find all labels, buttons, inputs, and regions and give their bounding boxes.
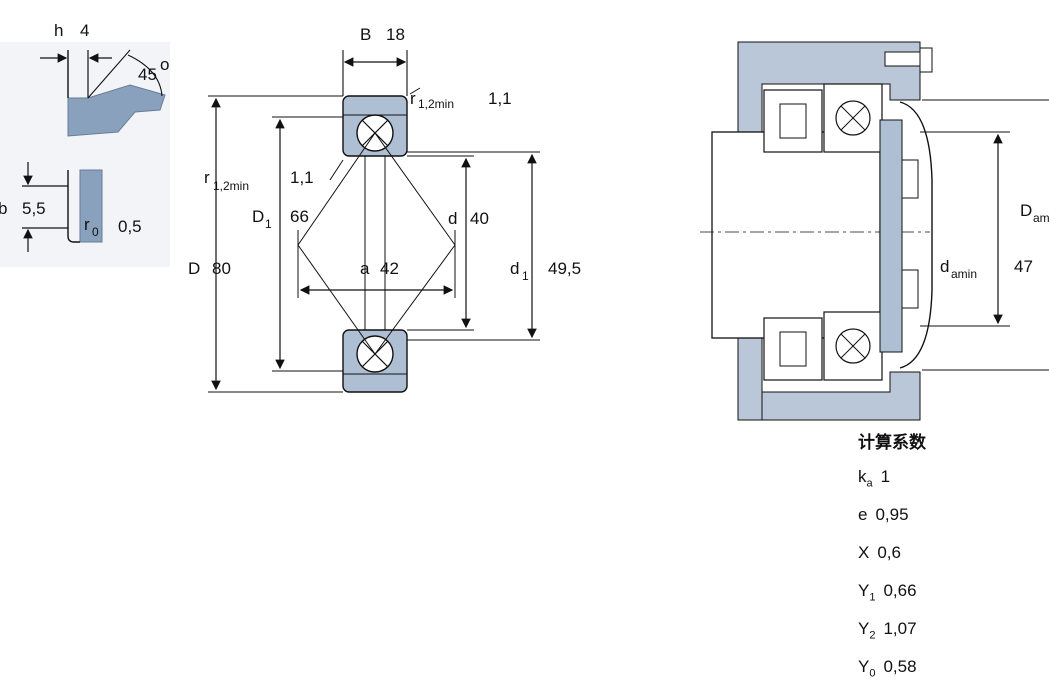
d-label: d: [448, 209, 457, 228]
factor-subscript: 2: [869, 629, 876, 642]
d1-value: 49,5: [548, 259, 581, 278]
B-label: B: [360, 25, 371, 44]
D1-value: 66: [290, 207, 309, 226]
factor-row: Y2 1,07: [858, 610, 1043, 648]
d1-label: d: [510, 259, 519, 278]
r12-left-label: r: [204, 168, 210, 187]
D1-label: D: [252, 207, 264, 226]
factor-symbol: Y: [858, 619, 870, 638]
a-value: 42: [380, 259, 399, 278]
factor-subscript: 1: [869, 591, 876, 604]
bearing-section: B 18 r 1,2min 1,1 r 1,2min 1,1 D 1 66 d …: [188, 25, 581, 393]
r12-left-value: 1,1: [290, 168, 314, 187]
mounting-drawing: D am d amin 47: [700, 41, 1049, 421]
da-sub: amin: [951, 267, 977, 281]
factors-title: 计算系数: [858, 433, 926, 452]
factor-symbol: e: [858, 505, 868, 524]
da-value: 47: [1014, 257, 1033, 276]
factor-value: 1,07: [883, 619, 917, 638]
factor-symbol: k: [858, 467, 867, 486]
h-label: h: [54, 21, 63, 40]
factor-value: 1: [880, 467, 891, 486]
r12-left-sub: 1,2min: [213, 179, 249, 193]
D-label: D: [188, 259, 200, 278]
factor-subscript: 0: [869, 667, 876, 680]
r0-label: r: [84, 215, 90, 234]
factor-symbol: Y: [858, 581, 870, 600]
factor-value: 0,6: [877, 543, 901, 562]
b-label: b: [0, 199, 7, 218]
factor-value: 0,66: [883, 581, 917, 600]
h-value: 4: [80, 21, 89, 40]
chamfer-detail: h 4 45 o b 5,5 r 0 0,5: [0, 21, 170, 267]
D1-sub: 1: [265, 217, 272, 231]
factor-row: e 0,95: [858, 496, 1043, 534]
B-value: 18: [386, 25, 405, 44]
D-value: 80: [212, 259, 231, 278]
a-label: a: [360, 259, 370, 278]
factor-row: Y1 0,66: [858, 572, 1043, 610]
b-value: 5,5: [22, 199, 46, 218]
factor-row: Y0 0,58: [858, 648, 1043, 686]
angle-unit: o: [160, 55, 169, 74]
d-value: 40: [470, 209, 489, 228]
r0-value: 0,5: [118, 217, 142, 236]
factor-value: 0,95: [875, 505, 909, 524]
da-label: d: [940, 257, 949, 276]
r12-top-value: 1,1: [488, 89, 512, 108]
Da-label: D: [1020, 201, 1032, 220]
Da-sub: am: [1033, 211, 1049, 225]
r12-top-label: r: [410, 89, 416, 108]
d1-sub: 1: [522, 269, 529, 283]
factor-symbol: Y: [858, 657, 870, 676]
factor-row: X 0,6: [858, 534, 1043, 572]
factor-subscript: a: [866, 477, 873, 490]
r0-sub: 0: [92, 225, 99, 239]
factor-symbol: X: [858, 543, 870, 562]
factor-value: 0,58: [883, 657, 917, 676]
angle-value: 45: [138, 65, 157, 84]
r12-top-sub: 1,2min: [418, 97, 454, 111]
